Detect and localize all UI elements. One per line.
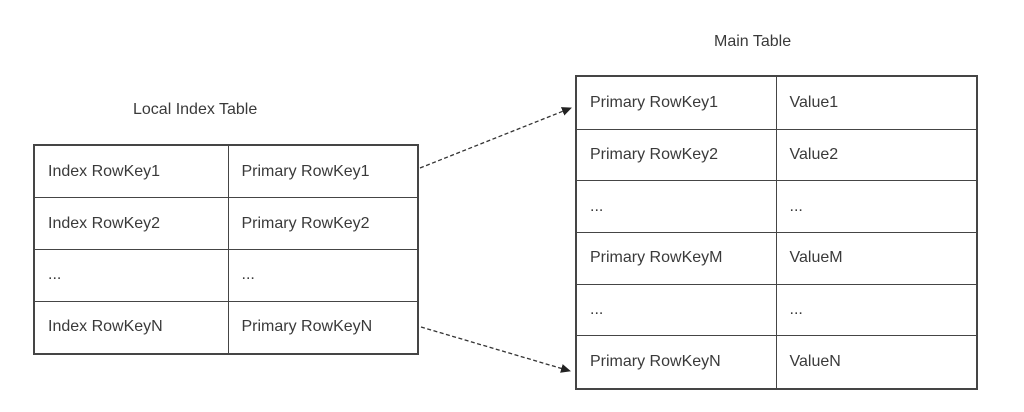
arrow-primary-rowkey1-link: [419, 107, 572, 169]
primary-rowkey-cell: Primary RowKeyN: [227, 300, 419, 355]
main-table-title: Main Table: [714, 33, 792, 50]
table-row: Index RowKeyN Primary RowKeyN: [33, 300, 419, 355]
table-row: ... ...: [575, 180, 978, 233]
value-cell: Value1: [775, 75, 978, 130]
value-cell: ...: [775, 180, 978, 233]
table-row: Index RowKey2 Primary RowKey2: [33, 197, 419, 250]
primary-rowkey-cell: Primary RowKeyN: [575, 335, 777, 390]
table-row: ... ...: [575, 283, 978, 337]
value-cell: Value2: [775, 128, 978, 182]
primary-rowkey-cell: Primary RowKey2: [575, 128, 777, 182]
local-index-table: Index RowKey1 Primary RowKey1 Index RowK…: [33, 144, 419, 355]
primary-rowkey-cell: ...: [575, 180, 777, 233]
primary-rowkey-cell: Primary RowKey1: [575, 75, 777, 130]
main-table: Primary RowKey1 Value1 Primary RowKey2 V…: [575, 75, 978, 390]
value-cell: ValueM: [775, 231, 978, 285]
table-row: Primary RowKeyN ValueN: [575, 335, 978, 390]
primary-rowkey-cell: ...: [575, 283, 777, 337]
index-rowkey-cell: Index RowKeyN: [33, 300, 229, 355]
primary-rowkey-cell: Primary RowKey1: [227, 144, 419, 199]
table-row: Primary RowKey2 Value2: [575, 128, 978, 182]
primary-rowkey-cell: Primary RowKeyM: [575, 231, 777, 285]
table-row: Primary RowKeyM ValueM: [575, 231, 978, 285]
index-rowkey-cell: Index RowKey1: [33, 144, 229, 199]
primary-rowkey-cell: ...: [227, 248, 419, 302]
primary-rowkey-cell: Primary RowKey2: [227, 197, 419, 250]
table-row: ... ...: [33, 248, 419, 302]
table-row: Primary RowKey1 Value1: [575, 75, 978, 130]
local-index-table-title: Local Index Table: [133, 101, 258, 118]
value-cell: ValueN: [775, 335, 978, 390]
index-rowkey-cell: Index RowKey2: [33, 197, 229, 250]
arrow-primary-rowkeyn-link: [420, 326, 571, 373]
index-rowkey-cell: ...: [33, 248, 229, 302]
value-cell: ...: [775, 283, 978, 337]
table-row: Index RowKey1 Primary RowKey1: [33, 144, 419, 199]
